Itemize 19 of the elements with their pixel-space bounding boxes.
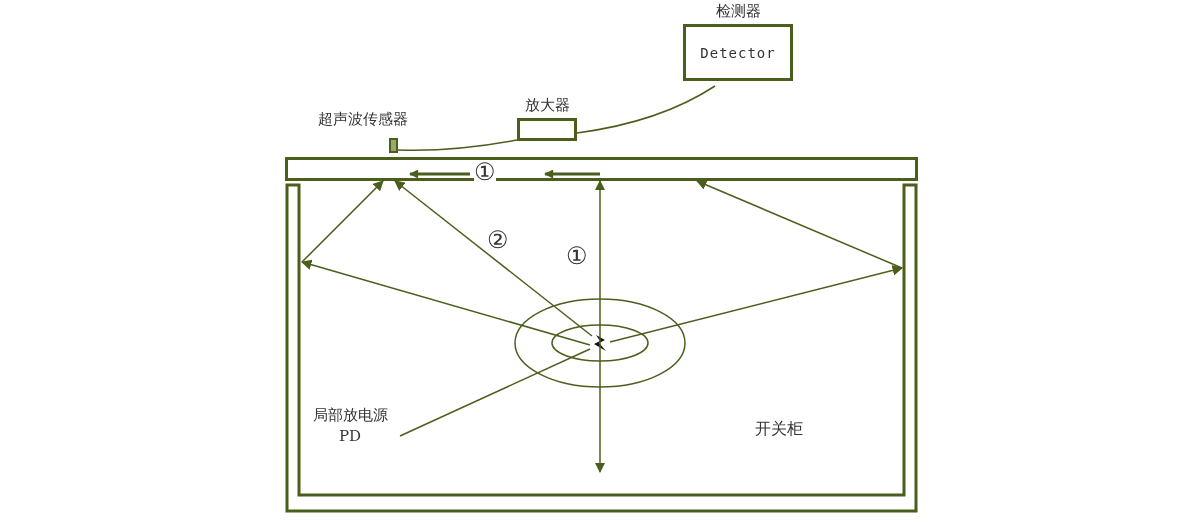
wave-arrow	[301, 259, 591, 346]
wave-arrow	[301, 180, 384, 263]
callout-number: ①	[474, 160, 496, 184]
signal-cable	[396, 139, 518, 152]
leader-line	[399, 348, 591, 437]
signal-cable	[576, 85, 716, 134]
device-label: 超声波传感器	[318, 110, 408, 128]
cabinet-label: 开关柜	[755, 419, 803, 440]
top-plate	[285, 157, 918, 181]
detector-box: Detector	[683, 24, 793, 81]
wave-arrow	[394, 180, 593, 337]
device-label: 检测器	[715, 2, 761, 20]
device-label: 放大器	[524, 96, 570, 114]
callout-number: ②	[487, 228, 509, 252]
wave-arrow	[594, 179, 606, 474]
wave-arrow	[696, 179, 903, 269]
wave-arrow	[609, 265, 903, 343]
callout-number: ①	[566, 244, 588, 268]
source-label: 局部放电源 PD	[300, 405, 400, 453]
